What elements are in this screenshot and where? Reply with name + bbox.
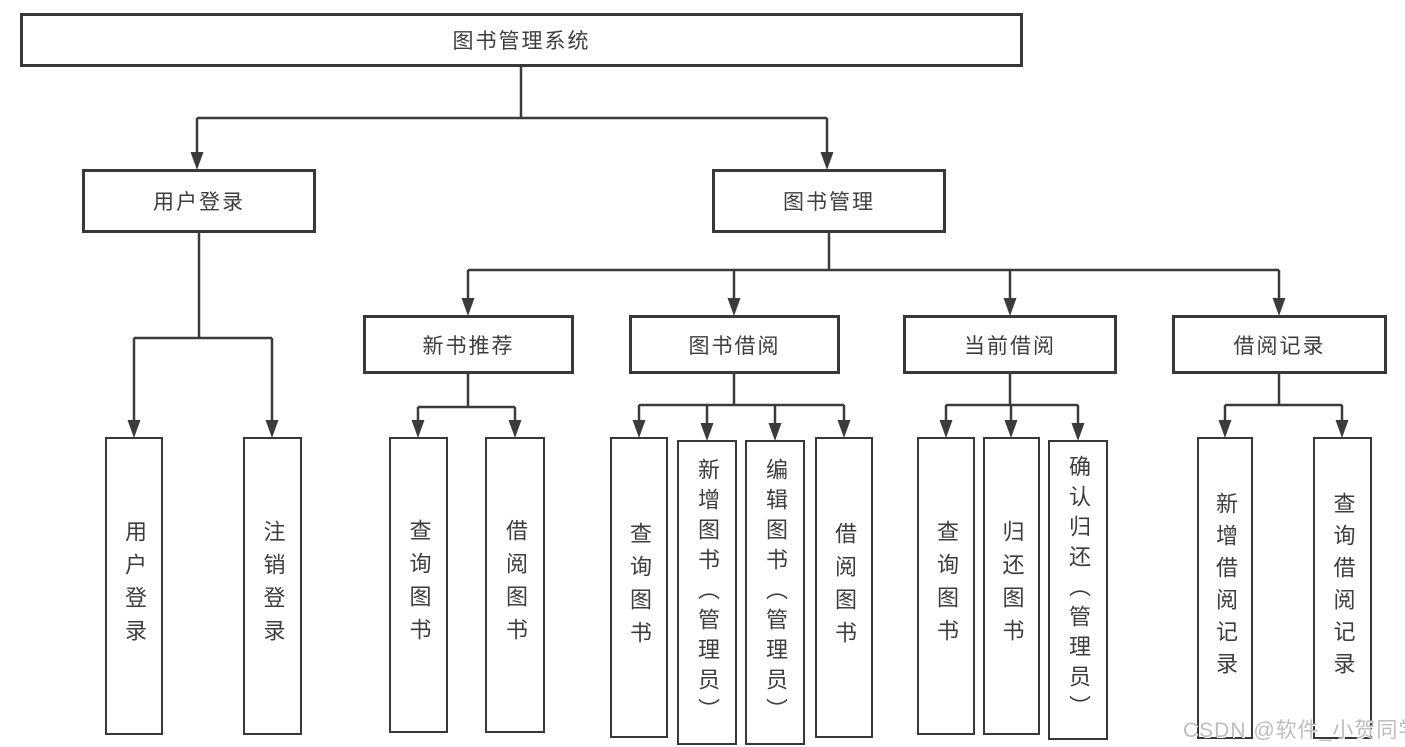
leaf-query-borrow-record: 查询借阅记录 [1313, 437, 1372, 739]
leaf-add-borrow-record-label: 新增借阅记录 [1213, 492, 1238, 684]
leaf-return-book-label: 归还图书 [999, 520, 1025, 652]
node-book-borrowing-label: 图书借阅 [688, 334, 781, 358]
leaf-user-login: 用户登录 [105, 437, 163, 735]
leaf-borrow-books-recommend: 借阅图书 [485, 437, 545, 733]
leaf-logout-label: 注销登录 [260, 520, 286, 652]
node-book-management: 图书管理 [712, 169, 946, 233]
leaf-confirm-return-admin: 确认归还（管理员） [1048, 440, 1108, 740]
node-library-system: 图书管理系统 [20, 13, 1023, 67]
leaf-return-book: 归还图书 [983, 437, 1040, 735]
leaf-query-borrow-record-label: 查询借阅记录 [1330, 492, 1356, 684]
node-user-login: 用户登录 [82, 169, 316, 233]
node-borrowing-records: 借阅记录 [1172, 315, 1387, 374]
leaf-borrow-books-borrow-label: 借阅图书 [832, 521, 857, 654]
leaf-logout: 注销登录 [243, 437, 302, 735]
leaf-query-books-borrow-label: 查询图书 [627, 521, 652, 654]
node-current-borrowing-label: 当前借阅 [964, 334, 1056, 358]
node-new-book-recommend-label: 新书推荐 [422, 334, 515, 358]
node-new-book-recommend: 新书推荐 [363, 315, 574, 374]
node-user-login-label: 用户登录 [153, 191, 245, 214]
leaf-query-books-current: 查询图书 [917, 437, 975, 735]
leaf-edit-book-admin-label: 编辑图书（管理员） [763, 457, 788, 728]
leaf-borrow-books-recommend-label: 借阅图书 [503, 519, 528, 651]
leaf-query-books-recommend: 查询图书 [389, 437, 448, 733]
node-book-management-label: 图书管理 [783, 191, 875, 214]
node-current-borrowing: 当前借阅 [903, 315, 1117, 374]
leaf-add-book-admin-label: 新增图书（管理员） [695, 457, 720, 728]
leaf-add-borrow-record: 新增借阅记录 [1197, 437, 1253, 739]
leaf-user-login-label: 用户登录 [122, 520, 147, 652]
leaf-borrow-books-borrow: 借阅图书 [815, 437, 873, 738]
node-book-borrowing: 图书借阅 [629, 315, 840, 374]
node-library-system-label: 图书管理系统 [452, 30, 591, 53]
leaf-confirm-return-admin-label: 确认归还（管理员） [1066, 455, 1091, 725]
leaf-query-books-current-label: 查询图书 [934, 520, 959, 652]
leaf-edit-book-admin: 编辑图书（管理员） [745, 440, 805, 745]
watermark-text: CSDN @软件_小贺同学 [1183, 719, 1405, 742]
leaf-query-books-borrow: 查询图书 [610, 437, 668, 738]
leaf-add-book-admin: 新增图书（管理员） [677, 440, 737, 745]
node-borrowing-records-label: 借阅记录 [1233, 334, 1326, 358]
leaf-query-books-recommend-label: 查询图书 [406, 519, 432, 651]
